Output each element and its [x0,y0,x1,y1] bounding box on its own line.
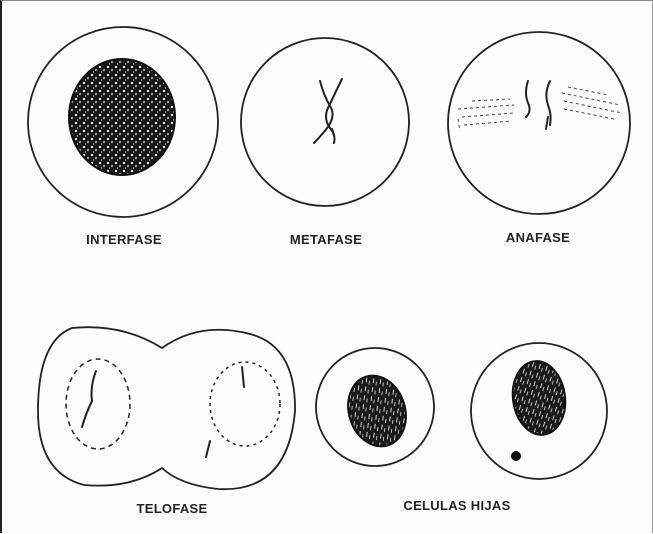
metafase-chromosomes [314,79,342,143]
telofase-cell [38,327,295,489]
label-interfase: INTERFASE [66,232,182,247]
metafase-cell [241,38,409,206]
label-metafase: METAFASE [270,232,382,247]
telofase-nucleus-right [210,362,280,446]
anafase-spindle-fibers [458,87,622,131]
label-anafase: ANAFASE [486,230,590,245]
celula-hija-right-nucleolus [511,451,521,461]
anafase-cell [448,32,630,214]
label-telofase: TELOFASE [120,501,224,516]
celula-hija-left-nucleus [339,368,415,454]
telofase-chromosomes [82,367,244,457]
anafase-chromosomes [526,81,551,129]
celula-hija-right-nucleus [508,358,570,439]
telofase-nucleus-left [66,359,130,449]
label-celulas-hijas: CELULAS HIJAS [382,498,532,513]
interfase-nucleus [69,59,175,175]
celula-hija-left [316,348,434,466]
celula-hija-right [471,343,607,479]
interfase-cell [28,27,218,217]
